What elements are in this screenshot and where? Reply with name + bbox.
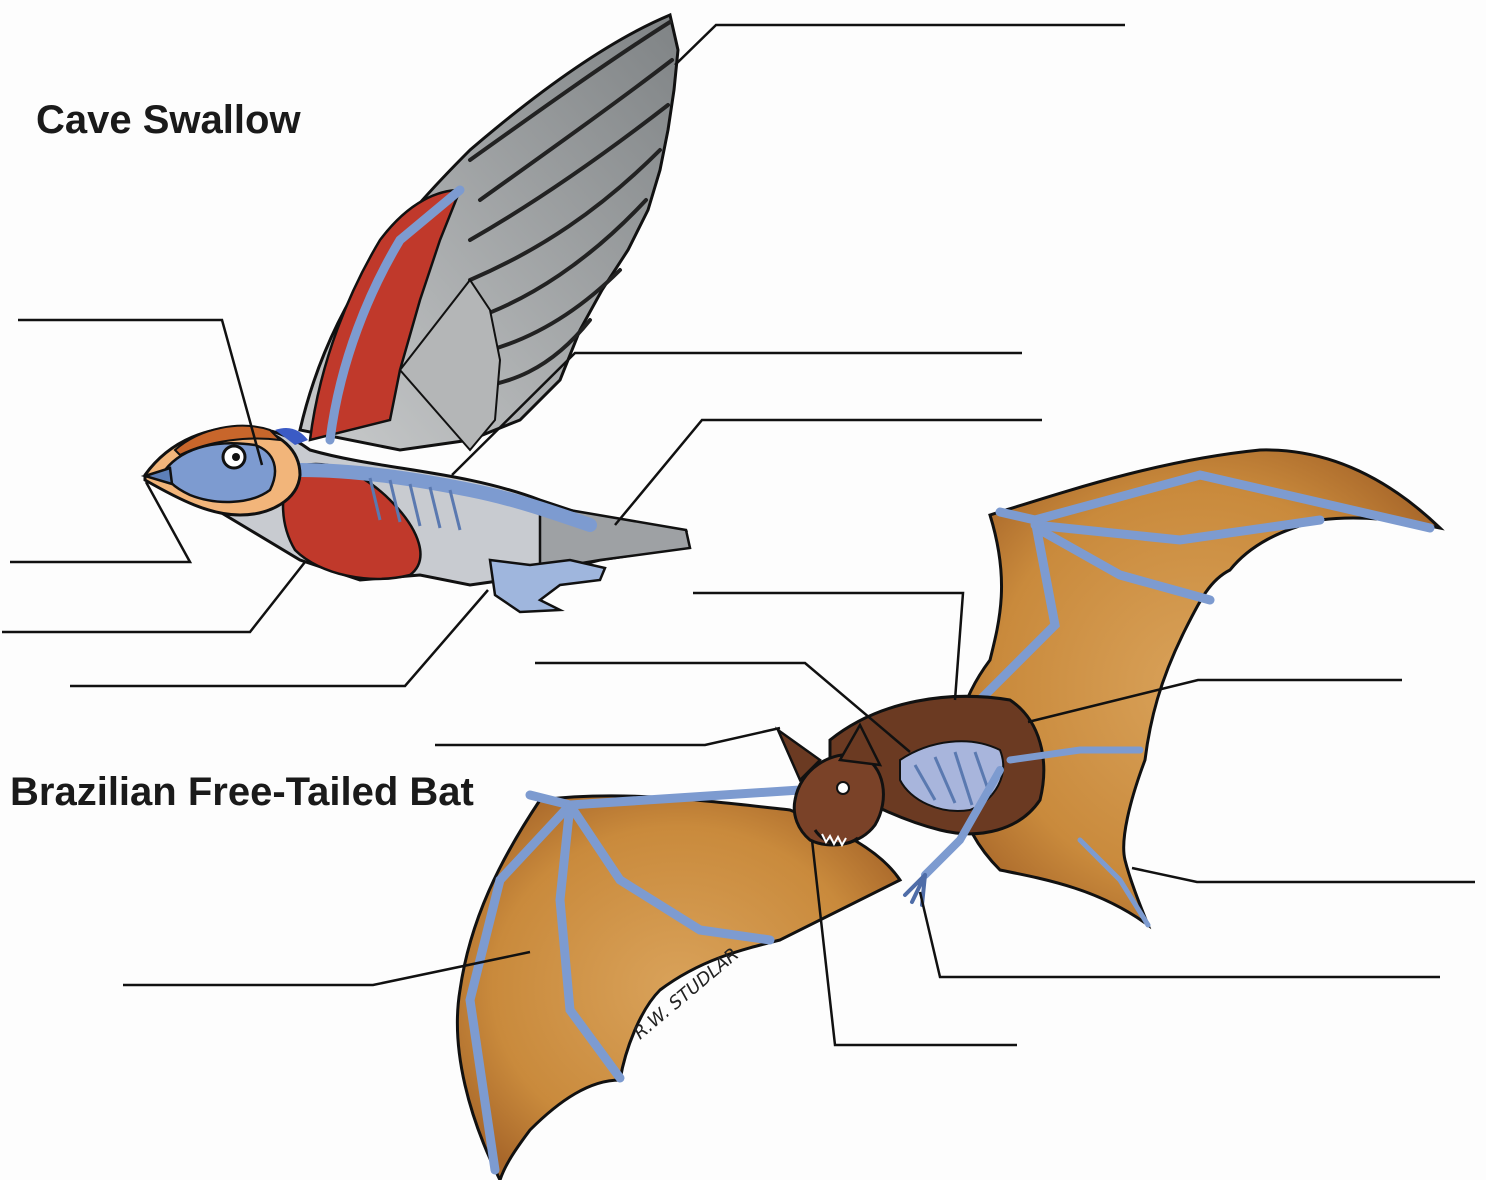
bat-title: Brazilian Free-Tailed Bat	[10, 770, 474, 815]
swallow-label-line-6	[2, 562, 305, 632]
bat-label-line-6	[920, 892, 1440, 977]
bat-eye	[837, 782, 849, 794]
swallow-label-line-4	[615, 420, 1042, 525]
bat-label-line-3	[435, 728, 780, 745]
swallow-pupil	[232, 453, 240, 461]
cave-swallow-title: Cave Swallow	[36, 98, 301, 143]
swallow-label-line-7	[70, 590, 488, 686]
bat-label-line-5	[1132, 868, 1475, 882]
swallow-foot	[490, 560, 605, 612]
swallow-label-line-1	[675, 25, 1125, 65]
swallow-label-line-5	[10, 482, 190, 562]
